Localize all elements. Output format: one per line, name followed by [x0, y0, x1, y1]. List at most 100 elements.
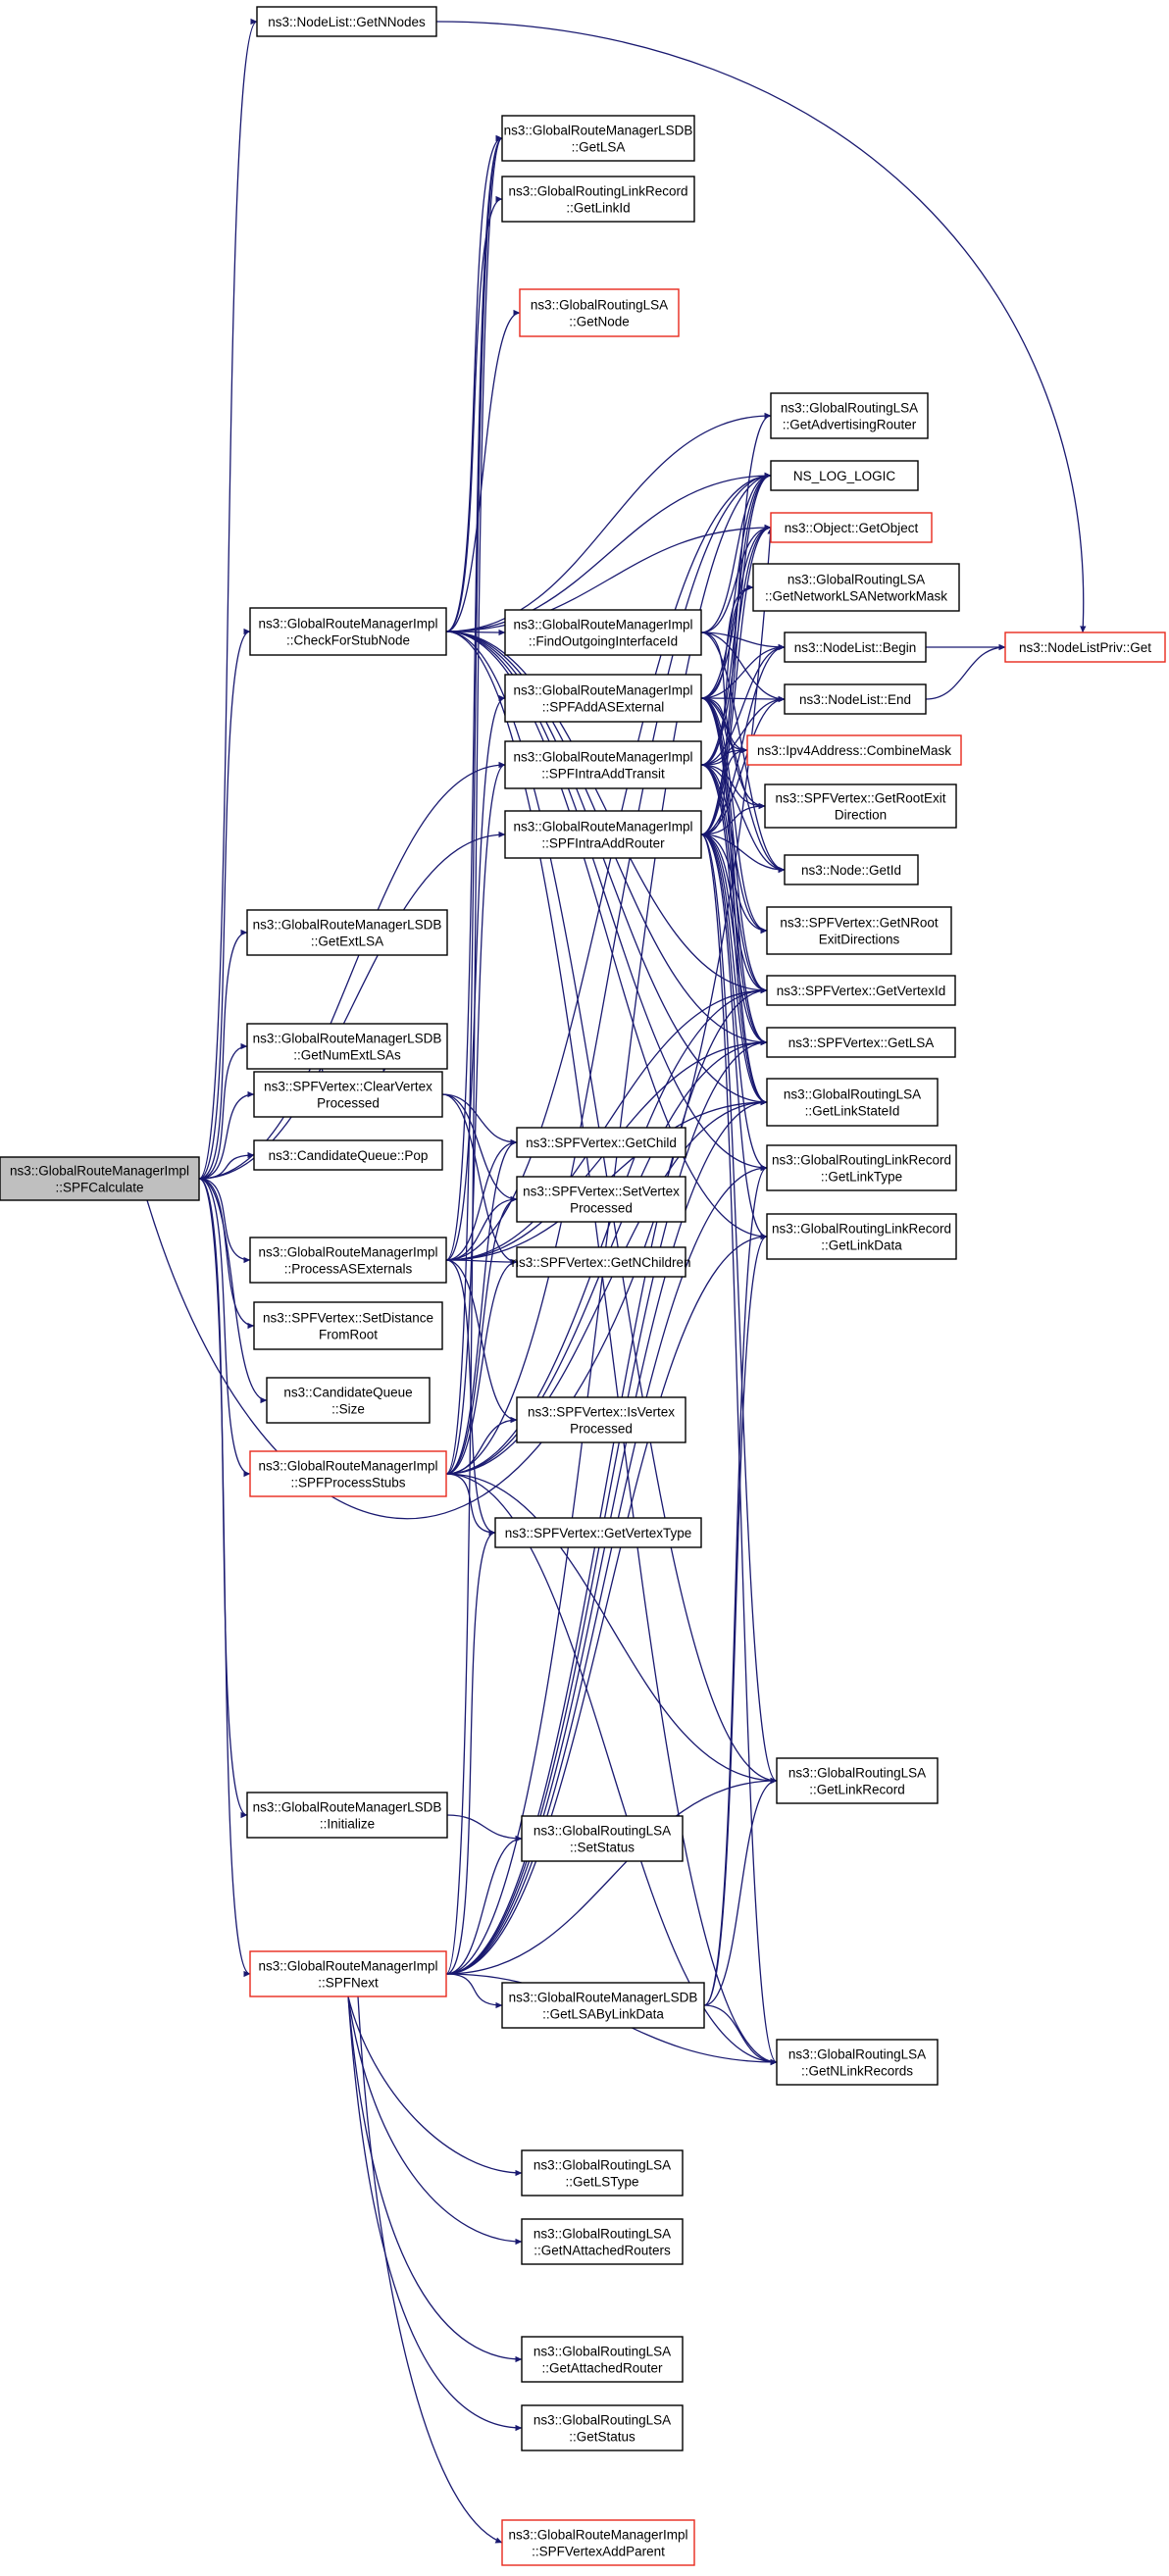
edge-procstubs-to-intratransit	[445, 761, 506, 1475]
node-label: ns3::SPFVertex::GetLSA	[788, 1035, 935, 1050]
node-label: ns3::GlobalRouteManagerLSDB	[253, 1800, 442, 1815]
node-label: ns3::GlobalRoutingLSA	[788, 1766, 926, 1781]
edge-findoutif-to-nslog	[700, 472, 772, 633]
node-box	[0, 1156, 200, 1201]
node-getvertexid[interactable]: ns3::SPFVertex::GetVertexId	[766, 975, 956, 1006]
node-addparent[interactable]: ns3::GlobalRouteManagerImpl::SPFVertexAd…	[501, 2519, 695, 2566]
node-findoutif[interactable]: ns3::GlobalRouteManagerImpl::FindOutgoin…	[504, 609, 702, 656]
node-getlinkid[interactable]: ns3::GlobalRoutingLinkRecord::GetLinkId	[501, 176, 695, 223]
edge-spfcalc-to-cqpop	[198, 1151, 255, 1180]
node-label: ::Size	[331, 1402, 365, 1417]
node-getlsa_db[interactable]: ns3::GlobalRouteManagerLSDB::GetLSA	[501, 115, 695, 162]
node-getnetmask[interactable]: ns3::GlobalRoutingLSA::GetNetworkLSANetw…	[752, 563, 960, 612]
node-nslog[interactable]: NS_LOG_LOGIC	[770, 460, 919, 491]
node-box	[253, 1301, 443, 1350]
node-getnumext[interactable]: ns3::GlobalRouteManagerLSDB::GetNumExtLS…	[246, 1023, 448, 1070]
edge-procext-to-nslog	[445, 472, 772, 1261]
edge-spfcalc-to-spfnext	[198, 1178, 251, 1978]
edge-spfcalc-to-procext	[198, 1178, 251, 1264]
node-nlprivget[interactable]: ns3::NodeListPriv::Get	[1004, 631, 1166, 663]
edge-getlsabylink-to-getlinktype	[703, 1164, 768, 2006]
node-getlinkdata[interactable]: ns3::GlobalRoutingLinkRecord::GetLinkDat…	[766, 1213, 957, 1260]
edge-checkstub-to-getnode	[445, 309, 521, 632]
edge-spfnext-to-getvertexid	[445, 986, 768, 1975]
node-label: ::FindOutgoingInterfaceId	[529, 634, 678, 649]
node-box	[776, 2039, 939, 2086]
node-label: ::SPFCalculate	[55, 1181, 143, 1195]
node-intratransit[interactable]: ns3::GlobalRouteManagerImpl::SPFIntraAdd…	[504, 740, 702, 789]
node-nlend[interactable]: ns3::NodeList::End	[784, 683, 927, 715]
node-box	[521, 2336, 684, 2383]
node-label: ns3::GlobalRoutingLSA	[534, 2345, 671, 2359]
node-getlsabylink[interactable]: ns3::GlobalRouteManagerLSDB::GetLSAByLin…	[501, 1982, 705, 2029]
node-getlstype[interactable]: ns3::GlobalRoutingLSA::GetLSType	[521, 2149, 684, 2197]
node-label: ns3::GlobalRoutingLSA	[784, 1087, 921, 1102]
node-nodegetid[interactable]: ns3::Node::GetId	[784, 854, 919, 885]
node-box	[516, 1246, 686, 1278]
node-combinemask[interactable]: ns3::Ipv4Address::CombineMask	[746, 734, 962, 766]
node-vgetlsa[interactable]: ns3::SPFVertex::GetLSA	[766, 1027, 956, 1058]
node-procstubs[interactable]: ns3::GlobalRouteManagerImpl::SPFProcessS…	[249, 1450, 447, 1497]
node-box	[521, 1815, 684, 1862]
node-box	[501, 176, 695, 223]
node-getnode[interactable]: ns3::GlobalRoutingLSA::GetNode	[519, 288, 680, 337]
node-getlinkrecord[interactable]: ns3::GlobalRoutingLSA::GetLinkRecord	[776, 1757, 939, 1804]
node-label: ::GetLSAByLinkData	[542, 2007, 664, 2022]
edge-intratransit-to-vgetlsa	[700, 764, 768, 1046]
node-spfnext[interactable]: ns3::GlobalRouteManagerImpl::SPFNext	[249, 1950, 447, 1997]
node-getobject[interactable]: ns3::Object::GetObject	[770, 512, 933, 543]
node-getadvrouter[interactable]: ns3::GlobalRoutingLSA::GetAdvertisingRou…	[770, 392, 929, 439]
edge-spfnext-to-nslog	[445, 472, 772, 1975]
edge-spfnext-to-setstatus	[445, 1835, 523, 1975]
node-setstatus[interactable]: ns3::GlobalRoutingLSA::SetStatus	[521, 1815, 684, 1862]
edge-checkstub-to-getlinkdata	[445, 631, 768, 1240]
node-procext[interactable]: ns3::GlobalRouteManagerImpl::ProcessASEx…	[249, 1237, 447, 1284]
edge-intratransit-to-getnrootexit	[700, 764, 768, 934]
node-lsdbinit[interactable]: ns3::GlobalRouteManagerLSDB::Initialize	[246, 1792, 448, 1839]
node-box	[766, 1027, 956, 1058]
edge-procstubs-to-isvp	[445, 1416, 518, 1475]
node-label: NS_LOG_LOGIC	[793, 469, 896, 483]
node-label: ns3::GlobalRoutingLSA	[534, 2413, 671, 2428]
node-label: ns3::GlobalRoutingLSA	[788, 2047, 926, 2062]
node-box	[504, 740, 702, 789]
node-box	[1004, 631, 1166, 663]
edge-spfcalc-to-getnumext	[198, 1042, 248, 1180]
node-spfaddext[interactable]: ns3::GlobalRouteManagerImpl::SPFAddASExt…	[504, 674, 702, 723]
node-getattached[interactable]: ns3::GlobalRoutingLSA::GetAttachedRouter	[521, 2336, 684, 2383]
node-getlinkstateid[interactable]: ns3::GlobalRoutingLSA::GetLinkStateId	[766, 1078, 939, 1127]
node-label: ::GetLSType	[565, 2175, 638, 2190]
node-nlbegin[interactable]: ns3::NodeList::Begin	[784, 631, 927, 663]
edge-procstubs-to-getnchildren	[445, 1258, 518, 1475]
edge-procstubs-to-getchild	[445, 1138, 518, 1475]
edge-checkstub-to-getlsa_db	[445, 134, 503, 632]
node-label: ns3::GlobalRouteManagerImpl	[258, 1459, 437, 1474]
edge-procext-to-spfaddext	[445, 694, 506, 1261]
node-getextlsa[interactable]: ns3::GlobalRouteManagerLSDB::GetExtLSA	[246, 909, 448, 956]
node-getlinktype[interactable]: ns3::GlobalRoutingLinkRecord::GetLinkTyp…	[766, 1144, 957, 1191]
edge-spfaddext-to-nodegetid	[700, 697, 786, 874]
node-cqpop[interactable]: ns3::CandidateQueue::Pop	[253, 1139, 443, 1171]
edge-spfcalc-to-setdist	[198, 1178, 255, 1330]
node-checkstub[interactable]: ns3::GlobalRouteManagerImpl::CheckForStu…	[249, 607, 447, 656]
node-getnlinkrecords[interactable]: ns3::GlobalRoutingLSA::GetNLinkRecords	[776, 2039, 939, 2086]
node-cqsize[interactable]: ns3::CandidateQueue::Size	[266, 1377, 431, 1424]
node-getvertextype[interactable]: ns3::SPFVertex::GetVertexType	[494, 1517, 702, 1548]
node-label: Direction	[835, 808, 887, 823]
node-getnchildren[interactable]: ns3::SPFVertex::GetNChildren	[511, 1246, 691, 1278]
node-getnattached[interactable]: ns3::GlobalRoutingLSA::GetNAttachedRoute…	[521, 2218, 684, 2265]
node-intrarouter[interactable]: ns3::GlobalRouteManagerImpl::SPFIntraAdd…	[504, 810, 702, 859]
node-getnnodes[interactable]: ns3::NodeList::GetNNodes	[256, 6, 437, 37]
edge-spfcalc-to-checkstub	[198, 628, 251, 1180]
node-spfcalc[interactable]: ns3::GlobalRouteManagerImpl::SPFCalculat…	[0, 1156, 200, 1201]
node-getstatus[interactable]: ns3::GlobalRoutingLSA::GetStatus	[521, 2404, 684, 2451]
node-box	[770, 460, 919, 491]
edge-spfnext-to-addparent	[357, 1995, 503, 2544]
node-getchild[interactable]: ns3::SPFVertex::GetChild	[516, 1127, 686, 1158]
